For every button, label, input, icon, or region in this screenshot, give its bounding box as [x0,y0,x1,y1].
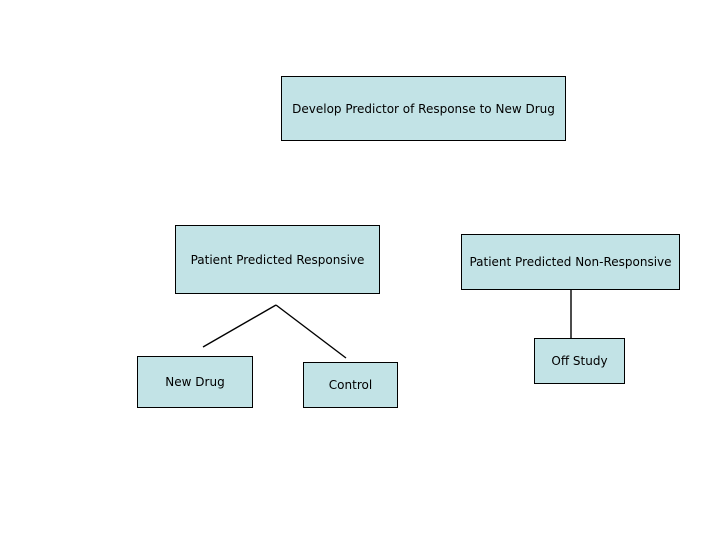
node-patient-predicted-non-responsive[interactable]: Patient Predicted Non-Responsive [461,234,680,290]
node-patient-predicted-non-responsive-label: Patient Predicted Non-Responsive [469,255,672,269]
node-new-drug-label: New Drug [165,375,225,389]
node-patient-predicted-responsive-label: Patient Predicted Responsive [190,252,365,267]
node-control[interactable]: Control [303,362,398,408]
node-new-drug[interactable]: New Drug [137,356,253,408]
node-patient-predicted-responsive[interactable]: Patient Predicted Responsive [175,225,380,294]
node-develop-predictor[interactable]: Develop Predictor of Response to New Dru… [281,76,566,141]
connector-responsive-to-new-drug [202,304,277,348]
node-develop-predictor-label: Develop Predictor of Response to New Dru… [292,101,555,116]
connector-responsive-to-control [275,304,347,359]
node-off-study[interactable]: Off Study [534,338,625,384]
node-control-label: Control [328,378,373,392]
node-off-study-label: Off Study [551,354,608,368]
